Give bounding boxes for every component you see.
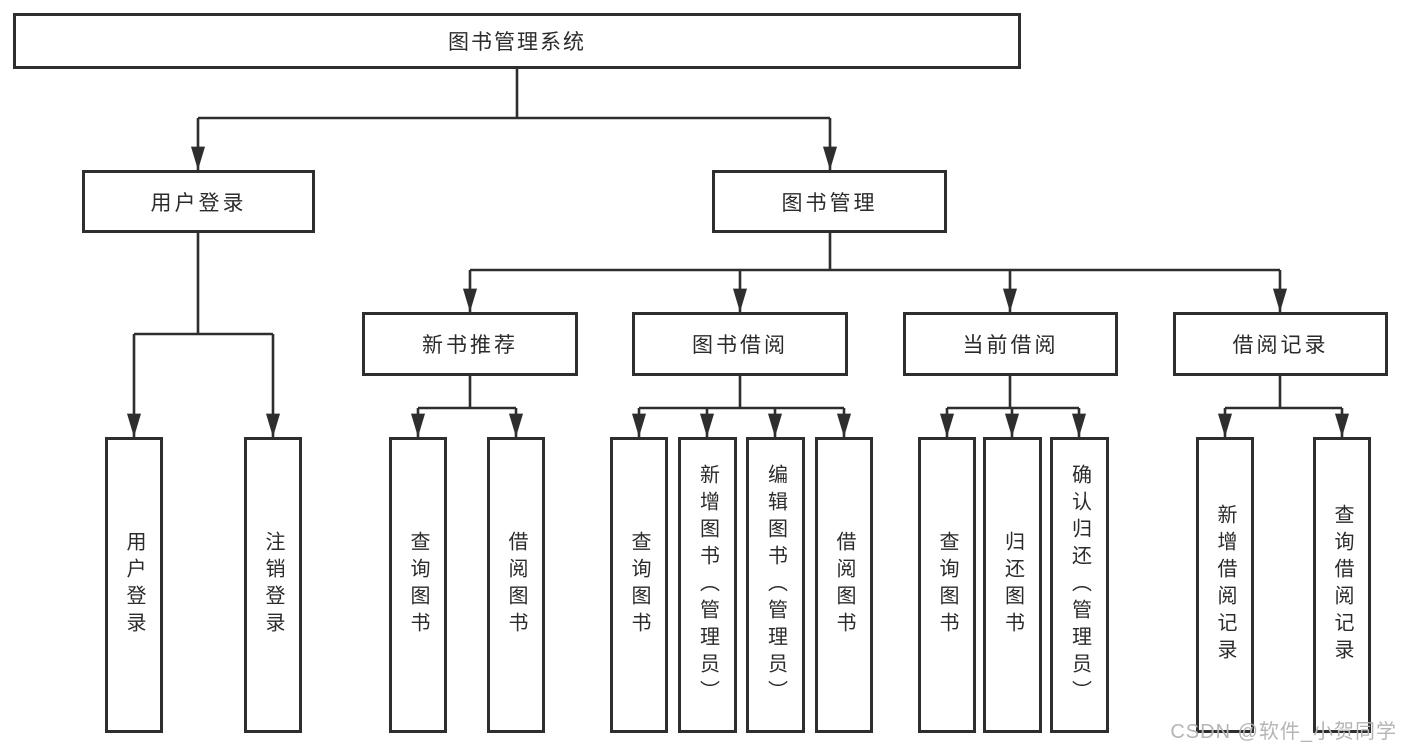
- node-current-borrowing: 当前借阅: [903, 312, 1118, 376]
- node-leaf-confirm-return-admin: 确认归还（管理员）: [1050, 437, 1109, 733]
- node-book-borrowing: 图书借阅: [632, 312, 848, 376]
- node-leaf-user-login: 用户登录: [105, 437, 163, 733]
- node-leaf-query-books-recommend: 查询图书: [389, 437, 447, 733]
- node-library-management-system: 图书管理系统: [13, 13, 1021, 69]
- node-leaf-add-books-admin: 新增图书（管理员）: [678, 437, 737, 733]
- node-leaf-logout: 注销登录: [244, 437, 302, 733]
- node-new-book-recommendation: 新书推荐: [362, 312, 578, 376]
- csdn-watermark: CSDN @软件_小贺同学: [1170, 721, 1397, 743]
- node-leaf-query-books-borrowing: 查询图书: [610, 437, 668, 733]
- node-book-management: 图书管理: [712, 170, 947, 233]
- node-leaf-query-books-current: 查询图书: [918, 437, 976, 733]
- node-leaf-add-borrow-record: 新增借阅记录: [1196, 437, 1254, 733]
- node-leaf-edit-books-admin: 编辑图书（管理员）: [746, 437, 805, 733]
- node-borrowing-records: 借阅记录: [1173, 312, 1388, 376]
- node-leaf-return-books: 归还图书: [983, 437, 1042, 733]
- node-user-login: 用户登录: [82, 170, 315, 233]
- node-leaf-borrow-books: 借阅图书: [815, 437, 873, 733]
- node-leaf-query-borrow-record: 查询借阅记录: [1313, 437, 1371, 733]
- node-leaf-borrow-books-recommend: 借阅图书: [487, 437, 545, 733]
